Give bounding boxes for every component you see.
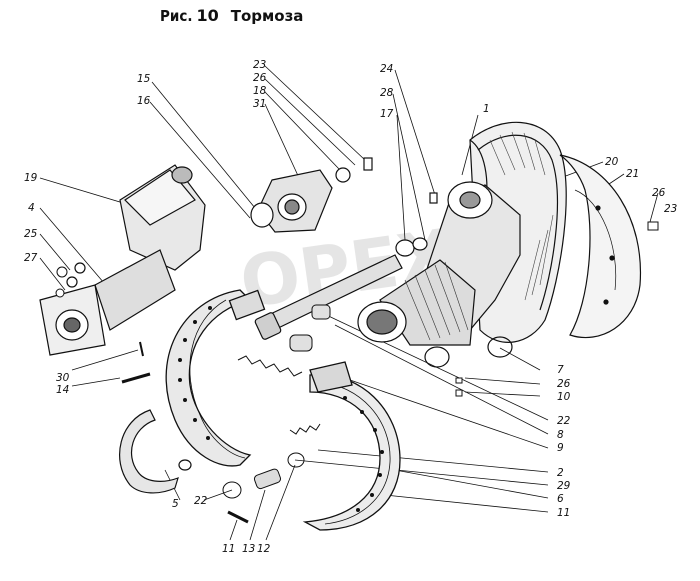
brake-shoe-right xyxy=(302,361,401,531)
callout-6: 6 xyxy=(557,493,564,505)
callout-5: 5 xyxy=(172,498,179,510)
callout-22-bottom: 12 xyxy=(257,543,271,555)
callout-26-mid: 26 xyxy=(557,378,571,390)
callout-24: 24 xyxy=(380,63,393,75)
callout-4: 4 xyxy=(28,202,35,214)
callout-2: 2 xyxy=(557,467,564,479)
callout-30: 30 xyxy=(56,372,70,384)
callout-7: 7 xyxy=(557,364,564,376)
callout-26-top: 26 xyxy=(253,72,267,84)
brake-chamber xyxy=(39,164,206,356)
figure-name: Тормоза xyxy=(230,7,304,25)
callout-11-right: 11 xyxy=(557,507,570,519)
brake-shoe-left xyxy=(165,289,266,467)
callout-labels: 23 26 18 31 15 16 24 28 17 1 20 21 26 23… xyxy=(24,59,677,555)
figure-number: 10 xyxy=(196,6,219,25)
callout-15: 16 xyxy=(137,95,151,107)
callout-27: 27 xyxy=(24,252,38,264)
callout-8: 8 xyxy=(557,429,564,441)
callout-19: 20 xyxy=(605,156,619,168)
callout-20: 21 xyxy=(626,168,639,180)
callout-22-left: 22 xyxy=(194,495,208,507)
figure-title: Рис.10 Тормоза xyxy=(160,6,303,25)
callout-9: 9 xyxy=(557,442,564,454)
brake-shaft xyxy=(254,237,428,340)
callout-26-right: 26 xyxy=(652,187,666,199)
figure-label: Рис. xyxy=(160,7,193,25)
callout-23-top: 23 xyxy=(253,59,266,71)
callout-12: 14 xyxy=(56,384,69,396)
callout-18: 19 xyxy=(24,172,38,184)
fork-bracket xyxy=(250,157,438,233)
callout-21: 22 xyxy=(557,415,571,427)
callout-28: 28 xyxy=(380,87,394,99)
callout-25: 25 xyxy=(24,228,38,240)
callout-23-right: 23 xyxy=(664,203,677,215)
callout-13: 13 xyxy=(242,543,255,555)
hub-housing xyxy=(357,181,521,368)
small-brake-band xyxy=(119,409,192,494)
callout-16: 17 xyxy=(380,108,394,120)
callout-31: 31 xyxy=(253,98,266,110)
small-parts xyxy=(55,221,659,524)
callout-1: 1 xyxy=(483,103,490,115)
callout-29: 29 xyxy=(557,480,571,492)
callout-11-bottom: 11 xyxy=(222,543,235,555)
leader-lines xyxy=(39,65,659,541)
callout-17: 18 xyxy=(253,85,267,97)
callout-14: 15 xyxy=(137,73,151,85)
callout-10: 10 xyxy=(557,391,571,403)
dust-shield xyxy=(559,154,642,339)
